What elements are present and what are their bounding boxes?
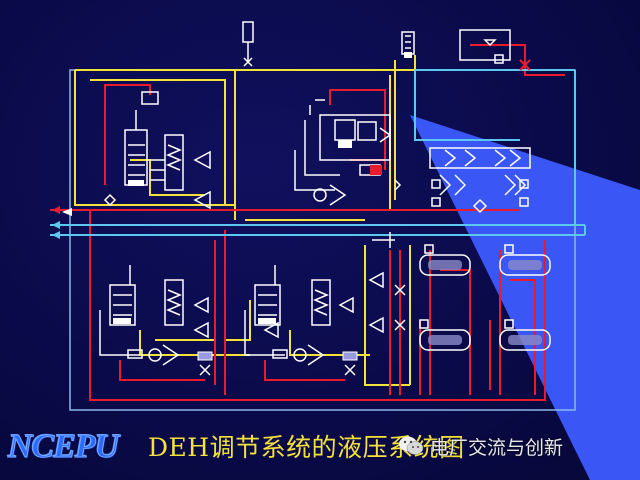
projector-beam xyxy=(410,115,640,480)
arrow-drain-1 xyxy=(52,221,60,229)
flow-arrows xyxy=(52,206,72,239)
ncepu-logo: NCEPU xyxy=(7,428,119,466)
small-parts xyxy=(113,52,412,324)
accumulator-fills xyxy=(428,260,542,345)
watermark-text: 电厂交流与创新 xyxy=(430,436,564,459)
arrow-pressure xyxy=(52,206,60,214)
arrow-return xyxy=(62,208,72,216)
drain-lines xyxy=(50,69,586,236)
wechat-watermark: 电厂交流与创新 xyxy=(398,430,634,462)
pressure-lines xyxy=(50,44,565,401)
arrow-drain-2 xyxy=(52,231,60,239)
components xyxy=(99,21,551,376)
filters xyxy=(197,59,531,361)
wechat-icon xyxy=(398,435,424,457)
